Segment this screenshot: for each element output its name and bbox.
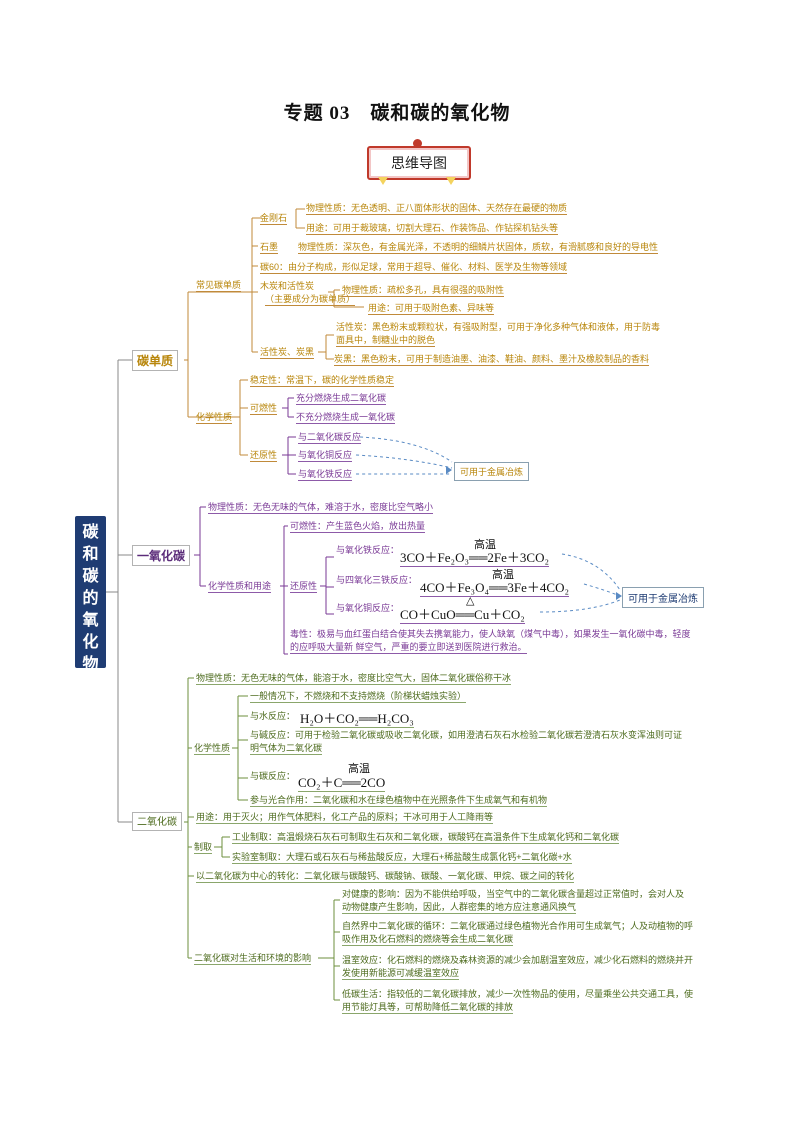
partial-combustion: 不充分燃烧生成一氧化碳 (296, 412, 396, 424)
node-carbon-monoxide: 一氧化碳 (132, 545, 191, 566)
co2-carbon-condition: 高温 (348, 763, 370, 775)
charcoal-note: （主要成分为碳单质） (265, 294, 356, 306)
ribbon-right-icon (446, 177, 456, 185)
co2-greenhouse-line2: 发使用新能源可减缓温室效应 (342, 968, 460, 980)
co2-greenhouse-line1: 温室效应：化石燃料的燃烧及森林资源的减少会加剧温室效应，减少化石燃料的燃烧并开 (342, 955, 694, 965)
carbon-stability: 稳定性：常温下，碳的化学性质稳定 (250, 375, 395, 387)
co-flammable: 可燃性：产生蓝色火焰，放出热量 (290, 521, 426, 533)
carbon-metallurgy-box: 可用于金属冶炼 (454, 462, 530, 481)
co-physical: 物理性质：无色无味的气体，难溶于水，密度比空气略小 (208, 502, 434, 514)
node-co2-preparation: 制取 (194, 842, 213, 854)
co2-conversion: 以二氧化碳为中心的转化：二氧化碳与碳酸钙、碳酸钠、碳酸、一氧化碳、甲烷、碳之间的… (196, 871, 575, 883)
co2-industrial-prep: 工业制取：高温煅烧石灰石可制取生石灰和二氧化碳，碳酸钙在高温条件下生成氧化钙和二… (232, 832, 620, 844)
co2-water-label: 与水反应： (250, 711, 296, 721)
co2-water-equation: H₂O＋CO₂══H₂CO₃ (300, 708, 414, 728)
react-with-cuo: 与氧化铜反应 (298, 450, 353, 462)
co-fe2o3-label: 与氧化铁反应： (336, 545, 400, 555)
co2-health-line2: 动物健康产生影响，因此，人群密集的地方应注意通风换气 (342, 902, 577, 914)
node-c60: 碳60：由分子构成，形似足球，常用于超导、催化、材料、医学及生物等领域 (260, 262, 568, 274)
co-fe2o3-equation: 3CO＋Fe₂O₃══2Fe＋3CO₂ (400, 547, 550, 567)
activated-carbon-line1: 活性炭：黑色粉末或颗粒状，有强吸附型，可用于净化多种气体和液体，用于防毒 (336, 322, 661, 332)
node-graphite: 石墨 (260, 242, 279, 254)
diamond-physical: 物理性质：无色透明、正八面体形状的固体、天然存在最硬的物质 (306, 203, 568, 215)
node-charcoal: 木炭和活性炭 (260, 281, 315, 291)
charcoal-physical: 物理性质：疏松多孔，具有很强的吸附性 (342, 285, 505, 297)
node-co-chem-use: 化学性质和用途 (208, 581, 272, 593)
co2-lime-line2: 明气体为二氧化碳 (250, 743, 323, 755)
co2-carbon-label: 与碳反应： (250, 771, 296, 781)
node-activated-carbon-black: 活性炭、炭黑 (260, 347, 315, 359)
co-toxicity-line1: 毒性：极易与血红蛋白结合使其失去携氧能力，使人缺氧（煤气中毒），如果发生一氧化碳… (290, 629, 691, 639)
co-fe3o4-label: 与四氧化三铁反应： (336, 575, 418, 585)
graphite-physical: 物理性质：深灰色，有金属光泽，不透明的细鳞片状固体，质软，有滑腻感和良好的导电性 (298, 242, 659, 254)
node-carbon-reducing: 还原性 (250, 450, 278, 462)
carbon-black-use: 炭黑：黑色粉末，可用于制造油墨、油漆、鞋油、颜料、墨汁及橡胶制品的香料 (334, 354, 650, 366)
node-carbon-elemental: 碳单质 (132, 350, 179, 371)
node-co2-chemical: 化学性质 (194, 743, 231, 755)
co-fe2o3-condition: 高温 (474, 539, 496, 551)
co2-lime-line1: 与碱反应：可用于检验二氧化碳或吸收二氧化碳，如用澄清石灰石水检验二氧化碳若澄清石… (250, 730, 683, 740)
co2-lab-prep: 实验室制取：大理石或石灰石与稀盐酸反应，大理石+稀盐酸生成氯化钙+二氧化碳+水 (232, 852, 572, 864)
co-cuo-condition: △ (466, 595, 475, 607)
node-co2-impact: 二氧化碳对生活和环境的影响 (194, 953, 312, 965)
node-carbon-dioxide: 二氧化碳 (132, 812, 182, 831)
react-with-co2: 与二氧化碳反应 (298, 432, 362, 444)
charcoal-use: 用途：可用于吸附色素、异味等 (368, 303, 495, 315)
node-carbon-chemical: 化学性质 (196, 412, 233, 424)
co2-cycle-line1: 自然界中二氧化碳的循环：二氧化碳通过绿色植物光合作用可生成氧气；人及动植物的呼 (342, 921, 694, 931)
co2-photosynthesis: 参与光合作用：二氧化碳和水在绿色植物中在光照条件下生成氧气和有机物 (250, 795, 548, 807)
page-title: 专题 03 碳和碳的氧化物 (283, 103, 511, 124)
co-metallurgy-box: 可用于金属冶炼 (622, 587, 704, 608)
full-combustion: 充分燃烧生成二氧化碳 (296, 393, 387, 405)
co-cuo-equation: CO＋CuO══Cu＋CO₂ (400, 604, 525, 624)
activated-carbon-line2: 面具中，制糖业中的脱色 (336, 335, 436, 347)
ribbon-left-icon (378, 177, 388, 185)
co2-use: 用途：用于灭火；用作气体肥料，化工产品的原料；干冰可用于人工降雨等 (196, 812, 494, 824)
co-fe3o4-condition: 高温 (492, 569, 514, 581)
node-co-reducing: 还原性 (290, 581, 318, 593)
co2-lowcarbon-line2: 用节能灯具等，可帮助降低二氧化碳的排放 (342, 1002, 514, 1014)
co2-no-combustion: 一般情况下，不燃烧和不支持燃烧（阶梯状蜡烛实验） (250, 691, 467, 703)
co2-cycle-line2: 吸作用及化石燃料的燃烧等会生成二氧化碳 (342, 934, 514, 946)
root-node: 碳和碳的氧化物 (75, 516, 106, 673)
node-carbon-flammable: 可燃性 (250, 403, 278, 415)
co-cuo-label: 与氧化铜反应： (336, 603, 400, 613)
pin-icon (413, 139, 422, 148)
co2-carbon-equation: CO₂＋C══2CO (298, 772, 386, 792)
diamond-use: 用途：可用于裁玻璃，切割大理石、作装饰品、作钻探机钻头等 (306, 223, 559, 235)
co2-physical: 物理性质：无色无味的气体，能溶于水，密度比空气大，固体二氧化碳俗称干冰 (196, 673, 512, 685)
node-common-carbon: 常见碳单质 (196, 280, 242, 292)
react-with-fe2o3: 与氧化铁反应 (298, 469, 353, 481)
co-toxicity-line2: 的应呼吸大量新 鲜空气，严重的要立即送到医院进行救治。 (290, 642, 527, 654)
node-diamond: 金刚石 (260, 213, 288, 225)
co2-lowcarbon-line1: 低碳生活：指较低的二氧化碳排放，减少一次性物品的使用，尽量乘坐公共交通工具，使 (342, 989, 694, 999)
mind-map-badge: 思维导图 (367, 146, 471, 180)
co-fe3o4-equation: 4CO＋Fe₃O₄══3Fe＋4CO₂ (420, 577, 570, 597)
co2-health-line1: 对健康的影响：因为不能供给呼吸，当空气中的二氧化碳含量超过正常值时，会对人及 (342, 889, 685, 899)
